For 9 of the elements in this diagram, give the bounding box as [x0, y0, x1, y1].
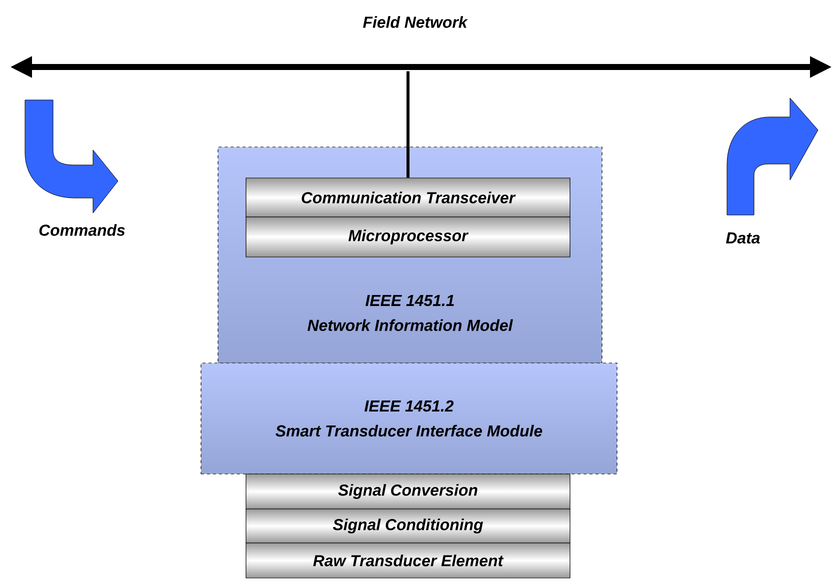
layer-bar: Signal Conversion	[246, 474, 570, 510]
arrow-label: Data	[726, 232, 760, 244]
layer-bar: Communication Transceiver	[246, 178, 570, 218]
arrow-label: Commands	[39, 224, 125, 236]
network-label: Field Network	[363, 16, 468, 28]
layer-bar: Microprocessor	[246, 216, 570, 258]
layer-bar: Signal Conditioning	[246, 508, 570, 544]
connector-line	[406, 71, 410, 178]
layer-bar: Raw Transducer Element	[246, 542, 570, 578]
